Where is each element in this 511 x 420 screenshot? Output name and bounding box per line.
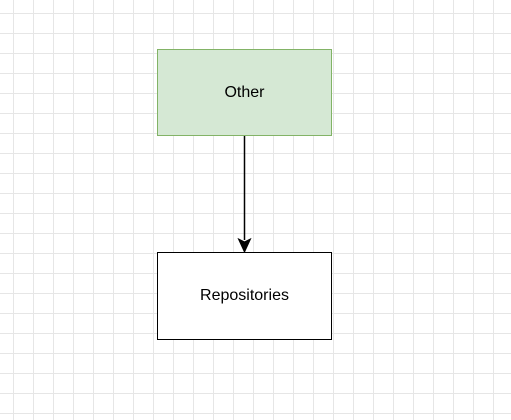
node-label-other: Other <box>224 83 265 101</box>
arrowhead-icon <box>237 237 252 254</box>
node-label-repositories: Repositories <box>200 287 289 304</box>
diagram-node-other[interactable]: Other <box>157 49 332 136</box>
diagram-node-repositories[interactable]: Repositories <box>157 252 332 340</box>
